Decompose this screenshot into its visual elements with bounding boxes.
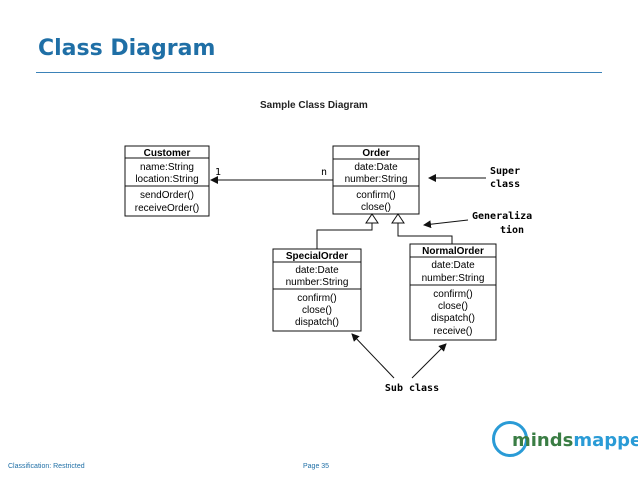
generalization-triangle-normal [391, 213, 405, 224]
title-divider [36, 72, 602, 73]
customer-attribute: location:String [135, 174, 198, 185]
customer-attribute: name:String [140, 162, 194, 173]
order-class-name: Order [362, 148, 389, 159]
multiplicity-customer: 1 [215, 167, 221, 178]
special-order-class-name: SpecialOrder [286, 251, 348, 262]
diagram-caption: Sample Class Diagram [260, 100, 368, 111]
normal-order-box [409, 243, 497, 341]
generalization-line-special [316, 223, 373, 249]
special-order-operation: close() [302, 305, 332, 316]
class-special-order: SpecialOrder date:Date number:String con… [272, 248, 362, 332]
logo-wordmark: mindsmapped [512, 430, 638, 451]
class-normal-order: NormalOrder date:Date number:String conf… [409, 243, 497, 341]
customer-operation: sendOrder() [140, 190, 194, 201]
order-attribute: date:Date [354, 162, 398, 173]
special-order-attribute: number:String [286, 277, 349, 288]
customer-operation: receiveOrder() [135, 203, 199, 214]
sub-class-arrow-normal [411, 343, 447, 379]
generalization-label: tion [500, 224, 524, 236]
sub-class-label: Sub class [385, 383, 439, 394]
generalization-arrow [423, 219, 469, 229]
generalization-label: Generaliza [472, 210, 532, 222]
mindsmapped-logo: mindsmapped [492, 420, 638, 470]
slide-title: Class Diagram [38, 36, 216, 61]
special-order-operation: dispatch() [295, 317, 339, 328]
generalization-line-normal [397, 223, 453, 244]
order-attribute: number:String [345, 174, 408, 185]
normal-order-attribute: number:String [422, 273, 485, 284]
special-order-attribute: date:Date [295, 265, 339, 276]
normal-order-operation: close() [438, 301, 468, 312]
sub-class-arrow-special [351, 333, 395, 379]
normal-order-operation: confirm() [433, 289, 472, 300]
customer-class-name: Customer [144, 148, 191, 159]
special-order-operation: confirm() [297, 293, 336, 304]
order-operation: close() [361, 202, 391, 213]
classification-label: Classification: Restricted [8, 463, 85, 470]
normal-order-operation: dispatch() [431, 313, 475, 324]
page-number: Page 35 [303, 463, 330, 470]
order-box [332, 145, 420, 215]
normal-order-operation: receive() [434, 326, 473, 337]
super-class-label: class [490, 179, 520, 190]
super-class-label: Super [490, 166, 520, 177]
class-customer: Customer name:String location:String sen… [124, 145, 210, 217]
order-operation: confirm() [356, 190, 395, 201]
multiplicity-order: n [321, 167, 327, 178]
normal-order-class-name: NormalOrder [422, 246, 484, 257]
logo-ring [492, 421, 528, 457]
normal-order-attribute: date:Date [431, 260, 475, 271]
generalization-triangle-special [365, 213, 379, 224]
class-order: Order date:Date number:String confirm() … [332, 145, 420, 215]
